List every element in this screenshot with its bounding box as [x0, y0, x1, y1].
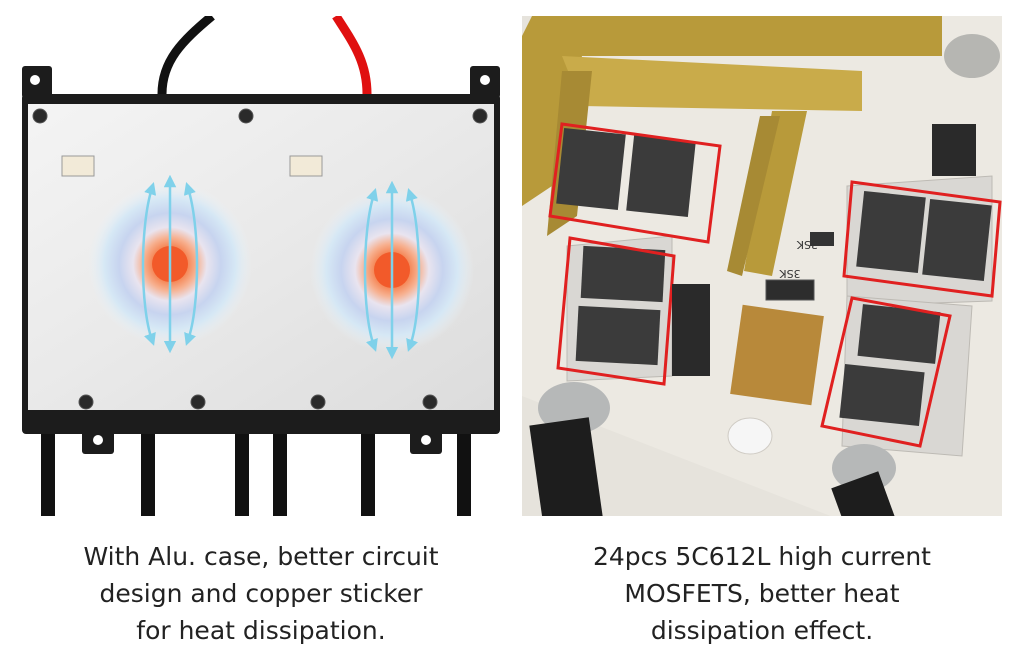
right-caption: 24pcs 5C612L high current MOSFETS, bette…	[512, 538, 1012, 649]
mosfet-highlight-box	[820, 296, 952, 448]
resistor-label: 3SK	[796, 238, 818, 251]
mounting-hole	[727, 417, 773, 455]
resistor-bottom: 3SK	[765, 267, 815, 301]
signal-connector-left	[61, 155, 95, 177]
copper-component	[730, 304, 824, 406]
power-cables	[529, 382, 899, 516]
esc-aluminium-case-image	[22, 16, 502, 516]
caption-line: 24pcs 5C612L high current	[593, 542, 931, 571]
signal-connector-right	[289, 155, 323, 177]
mosfet-highlight-box	[842, 180, 1002, 298]
pcb-mosfet-image: 3SK 3SK	[522, 16, 1002, 516]
esc-case-illustration	[22, 16, 500, 516]
mosfet-group	[556, 236, 676, 386]
caption-line: design and copper sticker	[99, 579, 423, 608]
black-power-wire	[157, 16, 215, 95]
caption-line: With Alu. case, better circuit	[83, 542, 439, 571]
mosfet-highlight-box	[556, 236, 676, 386]
resistor-label: 3SK	[779, 267, 801, 280]
red-power-wire	[332, 16, 372, 95]
left-caption: With Alu. case, better circuit design an…	[11, 538, 511, 649]
mosfet-group	[820, 296, 952, 448]
caption-line: for heat dissipation.	[136, 616, 386, 645]
mosfet-highlight-box	[548, 122, 722, 244]
resistor-top: 3SK	[796, 232, 834, 251]
mosfet-group	[842, 180, 1002, 298]
caption-line: dissipation effect.	[650, 616, 874, 645]
heat-spread-icon	[310, 180, 474, 360]
capacitor	[944, 34, 1000, 78]
heat-spread-icon	[88, 174, 252, 354]
motor-wires	[41, 434, 471, 516]
mosfet-group	[548, 122, 722, 244]
case-screws	[32, 108, 488, 410]
caption-line: MOSFETS, better heat	[624, 579, 900, 608]
pin-header	[672, 124, 976, 376]
pcb-illustration: 3SK 3SK	[522, 16, 1002, 516]
